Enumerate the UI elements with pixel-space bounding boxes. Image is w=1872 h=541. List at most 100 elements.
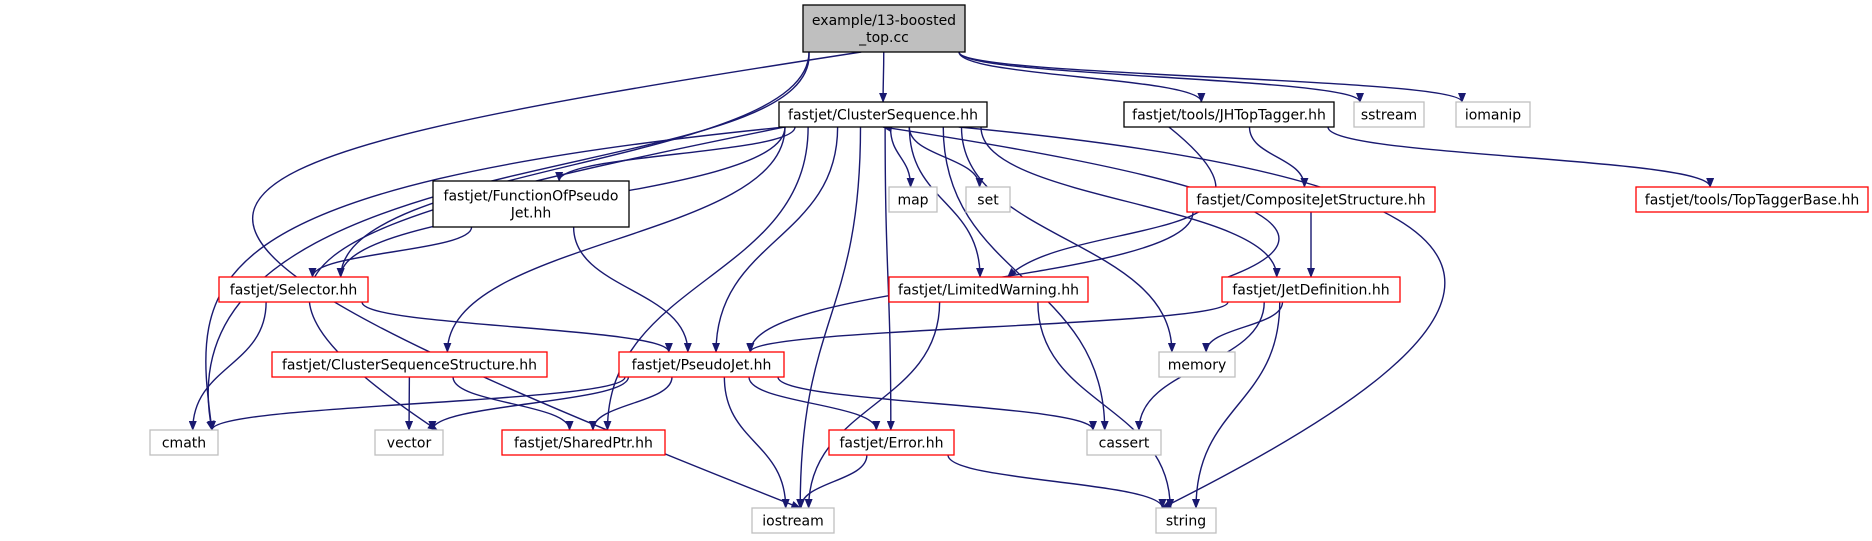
edge-selector-to-pseudojet [361,301,673,353]
node-box [888,276,1089,303]
node-label: set [977,193,999,209]
node-label: map [897,193,928,209]
node-label: fastjet/CompositeJetStructure.hh [1196,193,1425,209]
edge-jetdef-to-memory [1202,301,1284,353]
edge-csstructure-to-sharedptr [452,376,574,431]
node-label: iomanip [1465,108,1521,124]
edge-clusterseq-to-set [908,126,984,188]
edge-selector-to-cmath [188,301,267,431]
edge-clusterseq-to-sharedptr [603,126,809,431]
node-memory: memory [1158,351,1236,378]
edge-functionof-to-pseudojet [572,226,692,353]
node-label: fastjet/FunctionOfPseudo [444,189,619,205]
node-fastjet-tools-toptaggerbase-hh[interactable]: fastjet/tools/TopTaggerBase.hh [1635,186,1869,213]
edge-jetdef-to-string [1192,301,1281,509]
node-label: Jet.hh [510,206,551,222]
node-map: map [888,186,938,213]
edge-pseudojet-to-error [748,376,881,431]
edge-limitedwarning-to-iostream [804,301,941,509]
node-fastjet-sharedptr-hh[interactable]: fastjet/SharedPtr.hh [501,429,666,456]
node-label: fastjet/JetDefinition.hh [1232,283,1389,299]
edge-jhtop-to-toptaggerbase [1327,126,1715,188]
node-label: fastjet/LimitedWarning.hh [898,283,1079,299]
node-vector: vector [374,429,444,456]
node-box [1158,351,1236,378]
node-label: memory [1168,358,1227,374]
node-box [618,351,785,378]
node-box [802,4,966,53]
node-label: fastjet/SharedPtr.hh [514,436,653,452]
node-fastjet-limitedwarning-hh[interactable]: fastjet/LimitedWarning.hh [888,276,1089,303]
node-label: fastjet/ClusterSequence.hh [788,108,978,124]
node-cassert: cassert [1086,429,1162,456]
edge-pseudojet-to-vector [428,376,630,431]
edge-limitedwarning-to-string [1037,301,1175,509]
node-box [1455,101,1531,128]
node-label: fastjet/PseudoJet.hh [632,358,772,374]
node-fastjet-compositejetstructure-hh[interactable]: fastjet/CompositeJetStructure.hh [1186,186,1436,213]
edge-error-to-iostream [796,454,868,509]
node-box [888,186,938,213]
edge-clusterseq-to-limitedwarning [908,126,985,278]
node-box [1353,101,1425,128]
edge-jhtop-to-limitedwarning [1007,126,1217,278]
node-fastjet-clustersequencestructure-hh[interactable]: fastjet/ClusterSequenceStructure.hh [271,351,548,378]
edge-root-to-jhtop [958,51,1206,103]
edge-clusterseq-to-pseudojet [712,126,839,353]
node-label: fastjet/tools/TopTaggerBase.hh [1645,193,1859,209]
node-label: iostream [762,514,824,530]
node-box [432,180,630,228]
node-box [1635,186,1869,213]
node-label: sstream [1361,108,1417,124]
edge-functionof-to-selector [308,226,473,278]
node-label: string [1166,514,1206,530]
edge-jhtop-to-composite [1248,126,1309,188]
node-fastjet-error-hh[interactable]: fastjet/Error.hh [828,429,955,456]
edge-clusterseq-to-memory [960,126,1176,353]
node-example-13-boosted-top-cc[interactable]: example/13-boosted_top.cc [802,4,966,53]
edge-error-to-string [947,454,1167,509]
node-iomanip: iomanip [1455,101,1531,128]
node-label: vector [387,436,432,452]
node-label: fastjet/tools/JHTopTagger.hh [1132,108,1326,124]
node-label: fastjet/ClusterSequenceStructure.hh [282,358,537,374]
node-label: cmath [162,436,206,452]
node-box [218,276,369,303]
node-box [828,429,955,456]
edge-clusterseq-to-error [884,126,895,431]
node-box [1086,429,1162,456]
node-box [778,101,988,128]
node-cmath: cmath [149,429,219,456]
edge-root-to-iomanip [958,51,1466,103]
node-layer: example/13-boosted_top.cc fastjet/Cluster… [149,4,1869,534]
edge-clusterseq-to-jetdef [980,126,1281,278]
edge-root-to-sstream [958,51,1364,103]
node-fastjet-selector-hh[interactable]: fastjet/Selector.hh [218,276,369,303]
edge-layer [188,51,1715,509]
edge-clusterseq-to-iostream [796,126,862,509]
node-fastjet-jetdefinition-hh[interactable]: fastjet/JetDefinition.hh [1221,276,1401,303]
edge-root-to-iostream [251,51,862,509]
node-label: cassert [1099,436,1150,452]
node-box [965,186,1011,213]
edge-pseudojet-to-iostream [723,376,790,509]
node-label: fastjet/Selector.hh [230,283,357,299]
edge-pseudojet-to-sharedptr [588,376,673,431]
node-box [751,507,835,534]
node-set: set [965,186,1011,213]
node-fastjet-tools-jhtoptagger-hh[interactable]: fastjet/tools/JHTopTagger.hh [1123,101,1335,128]
node-box [501,429,666,456]
node-fastjet-pseudojet-hh[interactable]: fastjet/PseudoJet.hh [618,351,785,378]
node-box [149,429,219,456]
node-label: example/13-boosted [812,13,956,29]
node-box [1155,507,1217,534]
edge-root-to-clusterseq [879,51,888,103]
node-box [374,429,444,456]
node-box [1221,276,1401,303]
edge-clusterseq-to-cmath [205,126,786,431]
node-fastjet-clustersequence-hh[interactable]: fastjet/ClusterSequence.hh [778,101,988,128]
node-iostream: iostream [751,507,835,534]
node-label: _top.cc [858,30,909,46]
